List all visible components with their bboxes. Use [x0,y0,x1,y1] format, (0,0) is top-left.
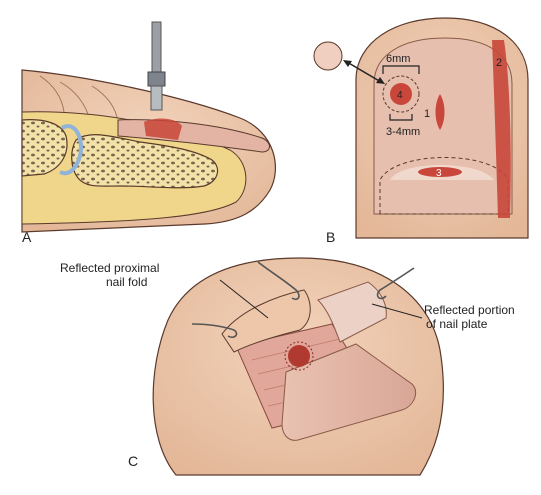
panel-b-site-3-label: 3 [436,168,442,179]
panel-b-site-1-label: 1 [424,108,430,120]
panel-b-6mm-bracket [382,65,420,74]
panel-b-site-4 [390,83,412,105]
panel-b-site-3 [418,167,462,177]
panel-c-reflected-nail-flap [317,281,387,343]
panel-a: A [21,21,277,245]
panel-c-nail-plate [281,343,417,441]
punch-blade [150,85,163,111]
panel-b-specimen-disc [313,41,343,71]
panel-c-letter: C [128,453,138,469]
punch-collar [147,71,166,87]
panel-a-joint-capsule [59,124,83,176]
panel-c-biopsy-rim [284,341,314,371]
panel-c-label-nail-fold-line2: nail fold [106,275,147,289]
panel-b-site-2 [492,40,511,218]
panel-c-reflected-nail-fold [221,289,311,353]
panel-c-hook-left-lower [191,323,238,339]
panel-c-label-nail-fold-line1: Reflected proximal [60,261,159,275]
panel-a-crease [39,75,65,113]
panel-b-3-4mm-label: 3-4mm [386,126,420,138]
panel-c-label-nail-plate-line2: of nail plate [426,317,488,331]
panel-b-letter: B [326,229,335,245]
panel-b-site-4-halo [382,75,420,113]
panel-b-6mm-label: 6mm [386,53,410,65]
panel-b-site-4-label: 4 [397,90,403,101]
panel-c-label-nail-plate-line1: Reflected portion [424,303,515,317]
panel-c-leader-left [219,279,269,319]
panel-b-site-1 [435,94,445,130]
panel-c-biopsy-defect [288,345,310,367]
panel-a-middle-phalanx [21,119,68,177]
panel-b-arrow-head-right [376,77,385,84]
panel-b-3-4mm-bracket [389,114,413,121]
panel-b-arrow-head-left [343,60,352,67]
panel-c: Reflected proximal nail fold Reflected p… [60,257,515,476]
panel-a-biopsy-site [144,118,182,140]
panel-a-distal-phalanx [71,134,219,189]
panel-a-letter: A [22,229,32,245]
panel-b-double-arrow [346,61,382,83]
panel-c-hook-left-upper [257,261,300,301]
panel-c-hook-right [376,267,415,300]
panel-c-leader-right [371,303,423,319]
panel-b: 2 1 3 4 6mm 3-4mm B [313,17,529,245]
panel-b-site-2-label: 2 [496,57,502,69]
